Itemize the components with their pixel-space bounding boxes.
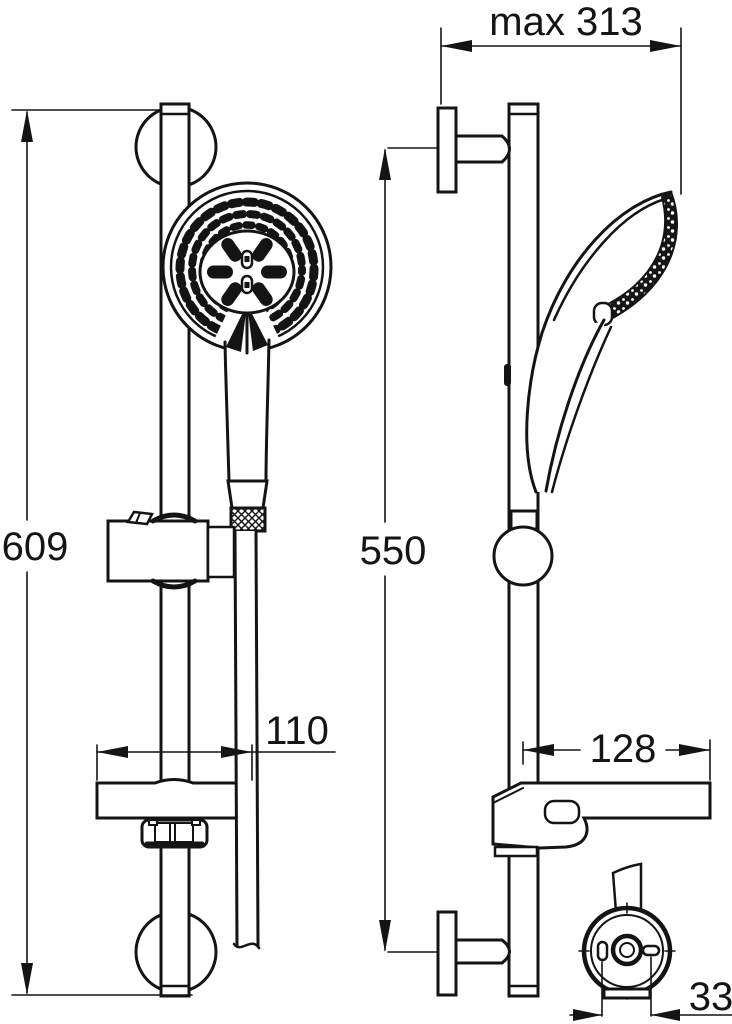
spray-hub xyxy=(198,229,296,315)
bracket-body-inner xyxy=(590,914,664,988)
wall-mount-bottom-side xyxy=(436,910,511,997)
hand-shower-side xyxy=(525,190,678,494)
dim-label-33: 33 xyxy=(689,975,732,1019)
center-boss-inner xyxy=(619,942,635,958)
bracket-strap xyxy=(611,862,643,914)
dimension-33: 33 xyxy=(569,956,732,1021)
dimension-609: 609 xyxy=(2,109,193,996)
slot-right xyxy=(641,944,661,957)
dim-label-609: 609 xyxy=(2,525,69,569)
slider-release-button xyxy=(125,510,154,526)
hose-nut-knurl-front xyxy=(229,506,267,533)
hand-shower-front xyxy=(161,181,333,533)
slider-bracket-front xyxy=(106,510,236,590)
dimension-128: 128 xyxy=(522,727,711,781)
slider-lock-knob xyxy=(492,525,554,587)
rail-button-side xyxy=(504,364,511,386)
slot-left xyxy=(596,940,609,962)
hose-break-symbol xyxy=(232,942,261,950)
dimension-110: 110 xyxy=(96,709,336,781)
shower-handle-front xyxy=(223,338,271,483)
handle-cone-front xyxy=(226,479,269,510)
dimension-550: 550 xyxy=(360,147,439,953)
dim-label-110: 110 xyxy=(265,709,329,753)
dim-label-550: 550 xyxy=(360,529,427,573)
wall-mount-top-side xyxy=(436,106,511,194)
dim-label-max-313: max 313 xyxy=(489,0,642,44)
soap-dish-front xyxy=(95,778,254,849)
dim-label-128: 128 xyxy=(590,727,657,771)
center-boss-outer xyxy=(610,933,644,967)
soap-dish-clamp-front xyxy=(140,818,209,849)
slider-bracket-side xyxy=(492,509,554,587)
front-view: 609 110 xyxy=(2,102,336,998)
soap-dish-side xyxy=(491,781,712,858)
dimension-max-313: max 313 xyxy=(440,0,682,195)
bottom-bracket-detail-view: 33 xyxy=(569,862,732,1021)
side-view: max 313 550 128 xyxy=(360,0,712,998)
shower-handle-side xyxy=(525,318,613,494)
bracket-bottom-tab xyxy=(602,987,652,1000)
shower-hose-front xyxy=(232,529,261,950)
